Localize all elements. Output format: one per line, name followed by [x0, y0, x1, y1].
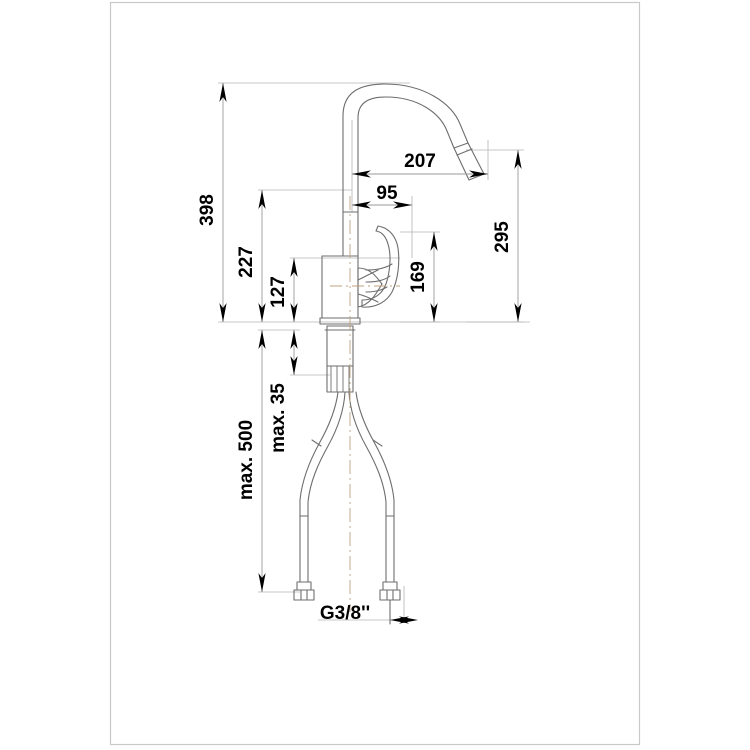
- aerator-seam: [456, 148, 473, 156]
- dimension-169: 169: [408, 232, 438, 322]
- arrow-right-outward: [399, 616, 418, 624]
- handle-rib-3: [365, 286, 388, 293]
- flexible-hose-left-outer: [299, 391, 339, 583]
- dimension-label-max-500: max. 500: [236, 420, 257, 500]
- dimension-label-398: 398: [197, 194, 218, 226]
- hose-connector-right: [382, 581, 398, 591]
- dimension-label-295: 295: [492, 221, 513, 253]
- extension-lines: [218, 82, 530, 621]
- dimension-95: 95: [352, 183, 412, 209]
- dimension-398: 398: [197, 83, 227, 322]
- handle-neck-lower: [357, 293, 379, 303]
- hose-right-bend: [372, 439, 383, 447]
- dimension-label-169: 169: [408, 261, 429, 293]
- flexible-hose-right-outer: [355, 391, 395, 583]
- spout-arc-outer: [342, 83, 469, 191]
- dimension-207: 207: [352, 151, 488, 178]
- dimension-max-35: max. 35: [268, 330, 298, 453]
- drawing-frame: [109, 1, 641, 746]
- shank-splines: [326, 365, 354, 393]
- dimension-127: 127: [268, 258, 298, 322]
- dimension-label-127: 127: [268, 276, 289, 308]
- spout-arc-inner: [357, 96, 455, 191]
- dimension-295: 295: [492, 150, 522, 322]
- flexible-hose-left-inner: [307, 391, 346, 583]
- dimension-label-207: 207: [404, 151, 436, 172]
- dimension-label-95: 95: [376, 183, 398, 204]
- dimension-label-max-35: max. 35: [268, 383, 289, 453]
- flexible-hose-right-inner: [348, 391, 387, 583]
- faucet-outline: [293, 83, 485, 625]
- hose-left-bend: [311, 439, 322, 447]
- arrowhead-up: [219, 83, 227, 102]
- dimension-max-500: max. 500: [236, 330, 266, 592]
- dimension-g38: G3/8'': [320, 603, 418, 624]
- hose-connector-left-nut: [293, 589, 315, 601]
- threaded-shank: [326, 325, 354, 393]
- escutcheon: [319, 317, 361, 325]
- hose-connector-left: [296, 581, 312, 591]
- valve-body: [321, 255, 359, 319]
- dimension-227: 227: [236, 190, 266, 322]
- handle-rib-1: [365, 263, 393, 271]
- lever-handle: [361, 225, 400, 308]
- dimension-label-227: 227: [236, 246, 257, 278]
- arrowhead-down: [219, 303, 227, 322]
- dimension-label-g38: G3/8'': [320, 603, 370, 624]
- hose-connector-right-nut: [379, 589, 401, 601]
- handle-neck: [357, 269, 379, 281]
- handle-rib-2: [365, 275, 391, 283]
